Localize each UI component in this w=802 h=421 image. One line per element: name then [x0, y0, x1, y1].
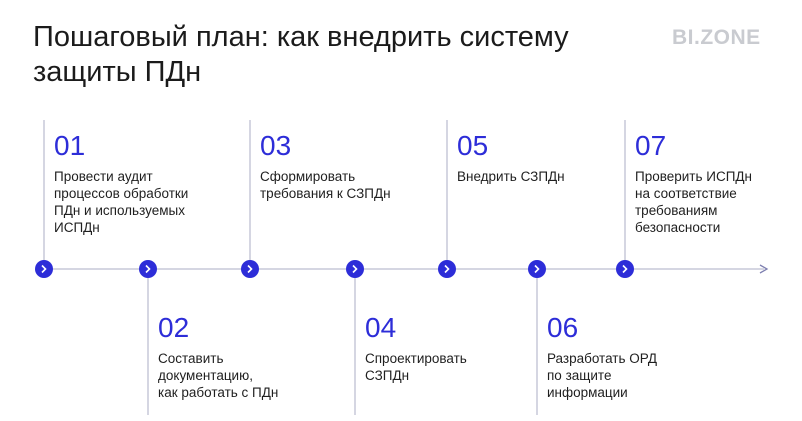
- step-number: 06: [547, 312, 579, 343]
- step-number: 01: [54, 130, 86, 161]
- step-text: Проверить ИСПДн на соответствие требован…: [635, 169, 753, 235]
- timeline-arrowhead: [759, 264, 769, 274]
- marker-02: [139, 260, 157, 278]
- marker-03: [241, 260, 259, 278]
- step-text: Разработать ОРД по защите информации: [547, 351, 658, 400]
- marker-01: [35, 260, 53, 278]
- marker-06: [528, 260, 546, 278]
- step-text: Внедрить СЗПДн: [457, 169, 565, 184]
- marker-07: [616, 260, 634, 278]
- step-05: 05 Внедрить СЗПДн: [457, 130, 617, 185]
- step-text: Спроектировать СЗПДн: [365, 351, 467, 383]
- step-06: 06 Разработать ОРД по защите информации: [547, 312, 727, 401]
- step-number: 07: [635, 130, 667, 161]
- step-04: 04 Спроектировать СЗПДн: [365, 312, 530, 384]
- step-number: 03: [260, 130, 292, 161]
- step-07: 07 Проверить ИСПДн на соответствие требо…: [635, 130, 795, 236]
- step-number: 04: [365, 312, 397, 343]
- step-text: Провести аудит процессов обработки ПДн и…: [54, 169, 189, 235]
- step-03: 03 Сформировать требования к СЗПДн: [260, 130, 440, 202]
- brand-logo: BI.ZONE: [672, 26, 761, 49]
- marker-05: [438, 260, 456, 278]
- step-01: 01 Провести аудит процессов обработки ПД…: [54, 130, 234, 236]
- step-02: 02 Составить документацию, как работать …: [158, 312, 348, 401]
- step-text: Сформировать требования к СЗПДн: [260, 169, 391, 201]
- step-number: 05: [457, 130, 489, 161]
- step-text: Составить документацию, как работать с П…: [158, 351, 279, 400]
- page-title: Пошаговый план: как внедрить систему защ…: [33, 21, 569, 88]
- marker-04: [346, 260, 364, 278]
- step-number: 02: [158, 312, 190, 343]
